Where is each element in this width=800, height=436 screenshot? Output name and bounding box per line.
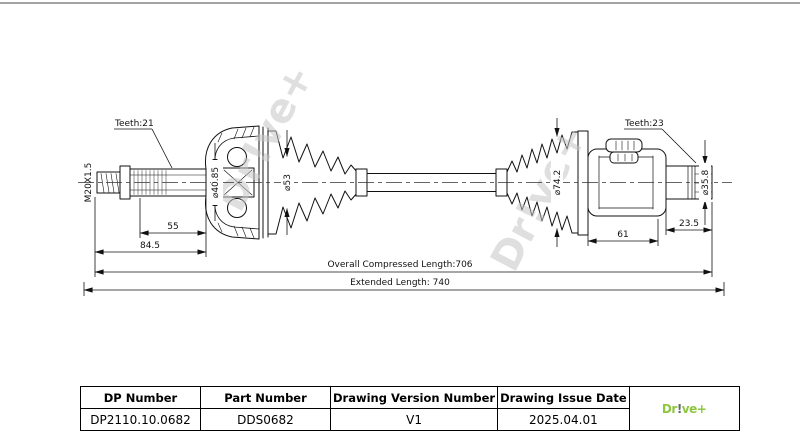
dia-right-boot-label: ⌀74.2 <box>553 170 563 195</box>
dim-left-end-label: 84.5 <box>140 241 160 251</box>
driveshaft-technical-drawing: Dr!ve+ Dr!ve+ <box>0 2 800 296</box>
dia-right-stub-label: ⌀35.8 <box>701 170 711 196</box>
dp-number-value: DP2110.10.0682 <box>80 408 201 431</box>
dp-number-header: DP Number <box>80 386 201 409</box>
watermarks: Dr!ve+ Dr!ve+ <box>208 58 597 279</box>
dia-left-boot-label: ⌀53 <box>283 174 293 191</box>
teeth-right-label: Teeth:23 <box>624 119 664 129</box>
teeth-left-label: Teeth:21 <box>114 119 154 129</box>
extended-length-label: Extended Length: 740 <box>350 278 450 288</box>
left-cv-joint <box>204 125 269 240</box>
issue-date-header: Drawing Issue Date <box>497 386 630 409</box>
dim-right-stub-label: 23.5 <box>679 219 699 229</box>
boot-clamp-screw <box>605 138 643 153</box>
center-shaft <box>366 173 497 192</box>
dim-label-backings <box>211 159 711 206</box>
part-number-value: DDS0682 <box>200 408 331 431</box>
drawing-version-value: V1 <box>329 408 499 431</box>
issue-date-value: 2025.04.01 <box>497 408 630 431</box>
part-number-header: Part Number <box>200 386 331 409</box>
logo-text-dr: Dr <box>661 401 677 416</box>
watermark-text: Dr!ve+ <box>208 58 323 219</box>
brand-logo: Dr!ve+ <box>628 386 740 431</box>
thread-spec-label: M20X1.5 <box>84 163 94 203</box>
drawing-version-header: Drawing Version Number <box>329 386 499 409</box>
left-boot <box>267 130 359 235</box>
dia-spline-label: ⌀40.85 <box>211 167 221 198</box>
dimension-lines <box>83 118 725 296</box>
right-boot <box>506 131 579 234</box>
dim-right-joint-label: 61 <box>617 230 628 240</box>
right-cv-joint <box>587 138 667 217</box>
title-block: DP Number Part Number Drawing Version Nu… <box>80 386 740 431</box>
overall-length-label: Overall Compressed Length:706 <box>327 260 472 270</box>
dimension-labels: Teeth:21 Teeth:23 M20X1.5 ⌀40.85 ⌀53 ⌀74… <box>84 119 711 288</box>
logo-exclamation-icon: ! <box>676 401 682 416</box>
dim-spline-length-label: 55 <box>167 222 178 232</box>
logo-text-ve-plus: ve+ <box>681 401 707 416</box>
